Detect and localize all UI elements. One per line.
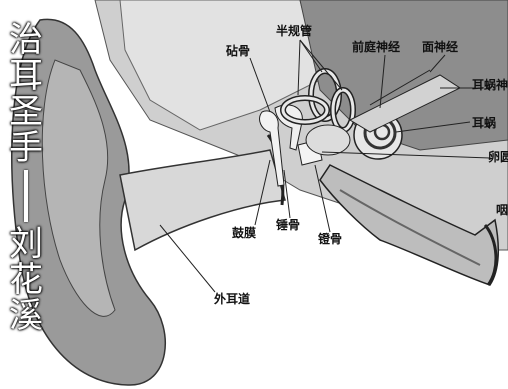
label-stirrup: 镫骨 xyxy=(318,232,342,246)
watermark-char: 圣 xyxy=(4,94,48,130)
label-hammer: 锤骨 xyxy=(276,218,300,232)
label-facial-nerve: 面神经 xyxy=(422,40,458,54)
watermark-char: 耳 xyxy=(4,58,48,94)
label-oval-window: 卵圆 xyxy=(488,150,508,164)
label-ear-canal: 外耳道 xyxy=(214,292,250,306)
label-eustachian: 咽 xyxy=(496,203,508,217)
watermark-char: 溪 xyxy=(4,298,48,334)
watermark-dash xyxy=(24,170,28,222)
watermark-char: 治 xyxy=(4,22,48,58)
label-vestibular-nerve: 前庭神经 xyxy=(352,40,400,54)
label-semicircular-canals: 半规管 xyxy=(276,24,312,38)
label-cochlear-nerve: 耳蜗神 xyxy=(472,78,508,92)
vestibule xyxy=(306,125,350,155)
label-eardrum: 鼓膜 xyxy=(232,226,256,240)
label-anvil: 砧骨 xyxy=(226,44,250,58)
watermark-text: 治 耳 圣 手 刘 花 溪 xyxy=(4,22,48,334)
watermark-char: 刘 xyxy=(4,226,48,262)
watermark-char: 花 xyxy=(4,262,48,298)
watermark-char: 手 xyxy=(4,130,48,166)
label-cochlea: 耳蜗 xyxy=(472,116,496,130)
ear-canal xyxy=(120,150,285,250)
